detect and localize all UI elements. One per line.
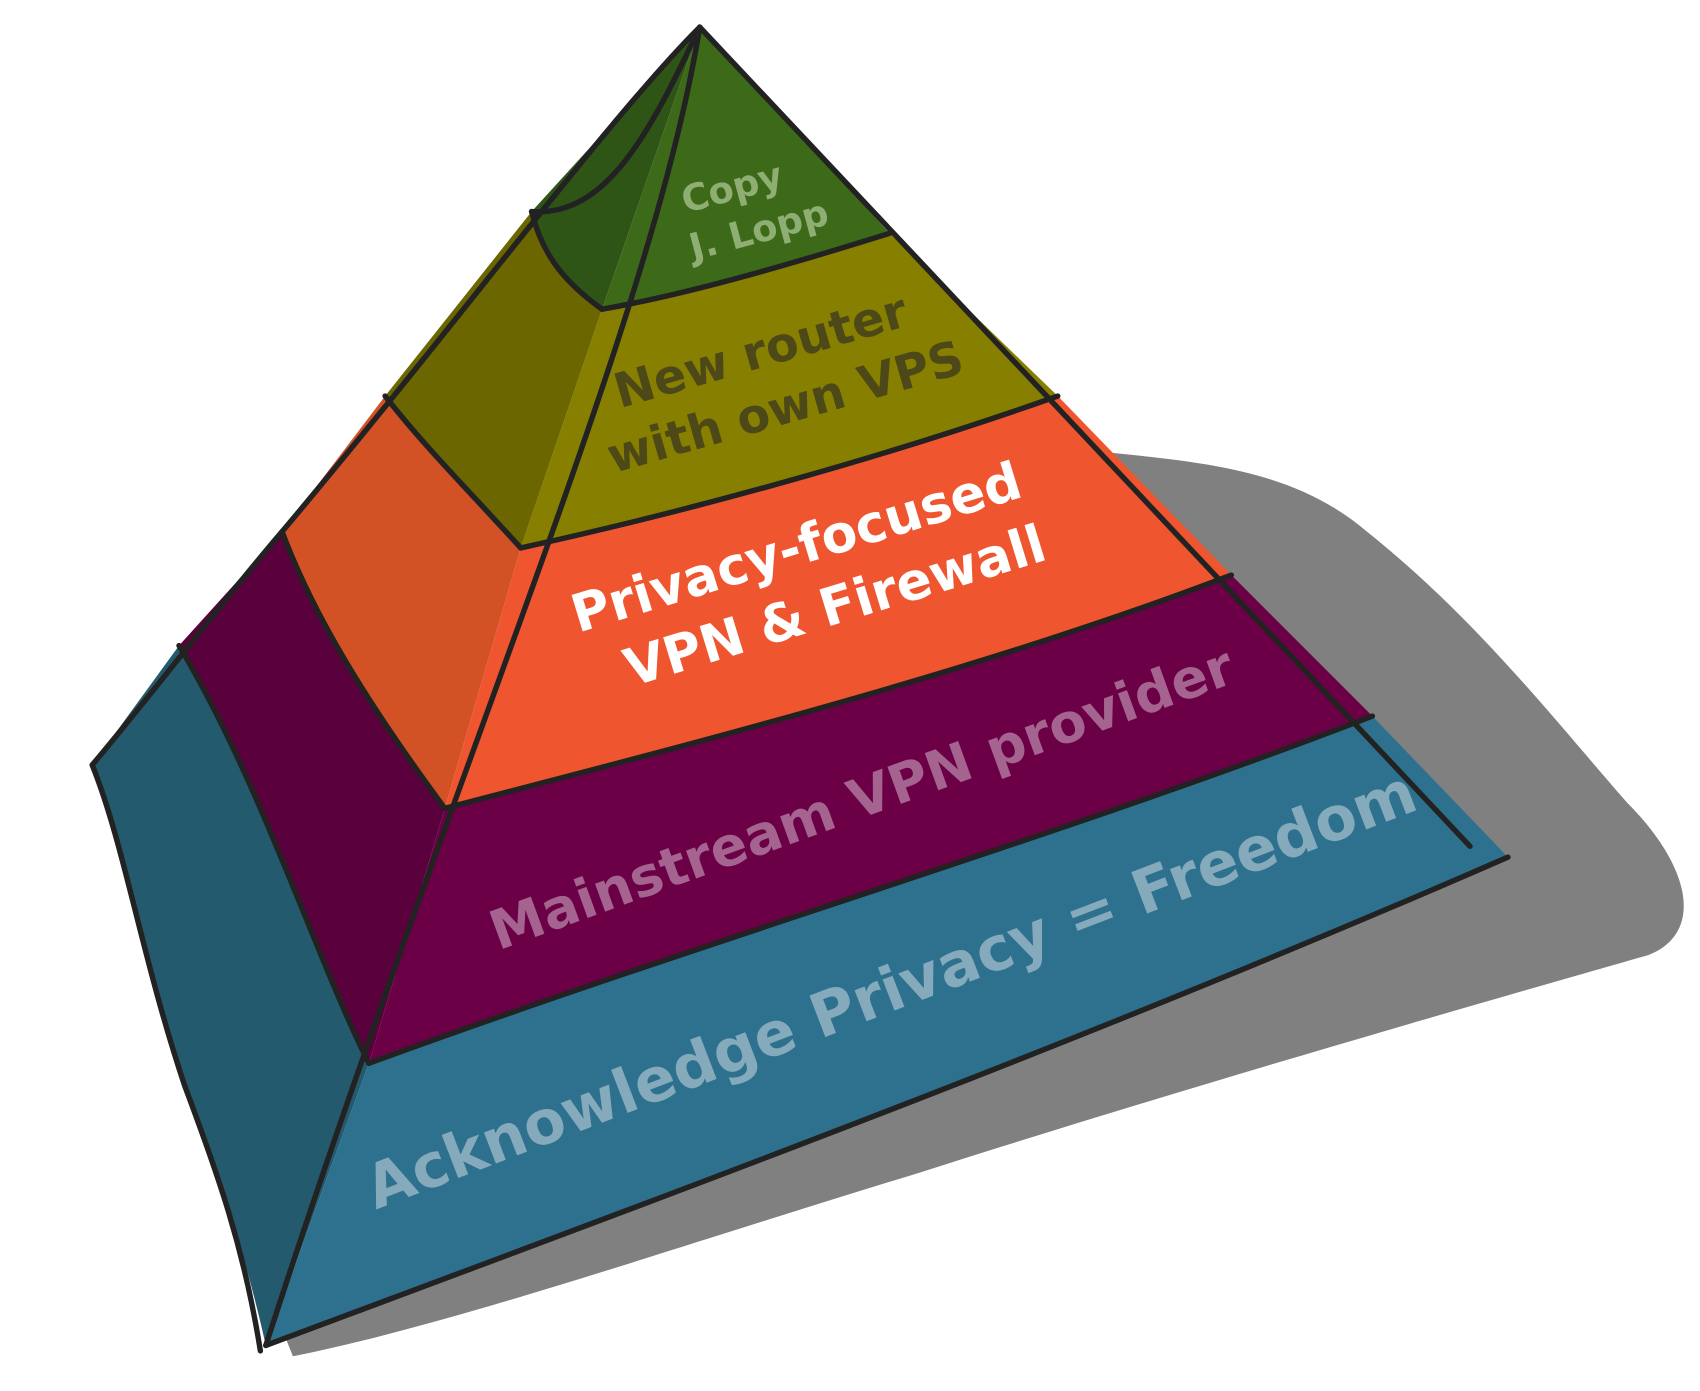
front-face-blue bbox=[265, 716, 1508, 1346]
front-face-orange bbox=[444, 396, 1232, 809]
pyramid-shadow bbox=[271, 412, 1684, 1357]
left-face-orange bbox=[282, 396, 521, 809]
pyramid-outline bbox=[89, 24, 1511, 1354]
front-face-purple bbox=[368, 575, 1373, 1064]
front-face-olive bbox=[520, 233, 1058, 548]
left-face-olive bbox=[385, 211, 603, 548]
left-face-blue bbox=[92, 645, 369, 1346]
front-face-green bbox=[602, 27, 890, 310]
left-face-purple bbox=[179, 531, 445, 1064]
